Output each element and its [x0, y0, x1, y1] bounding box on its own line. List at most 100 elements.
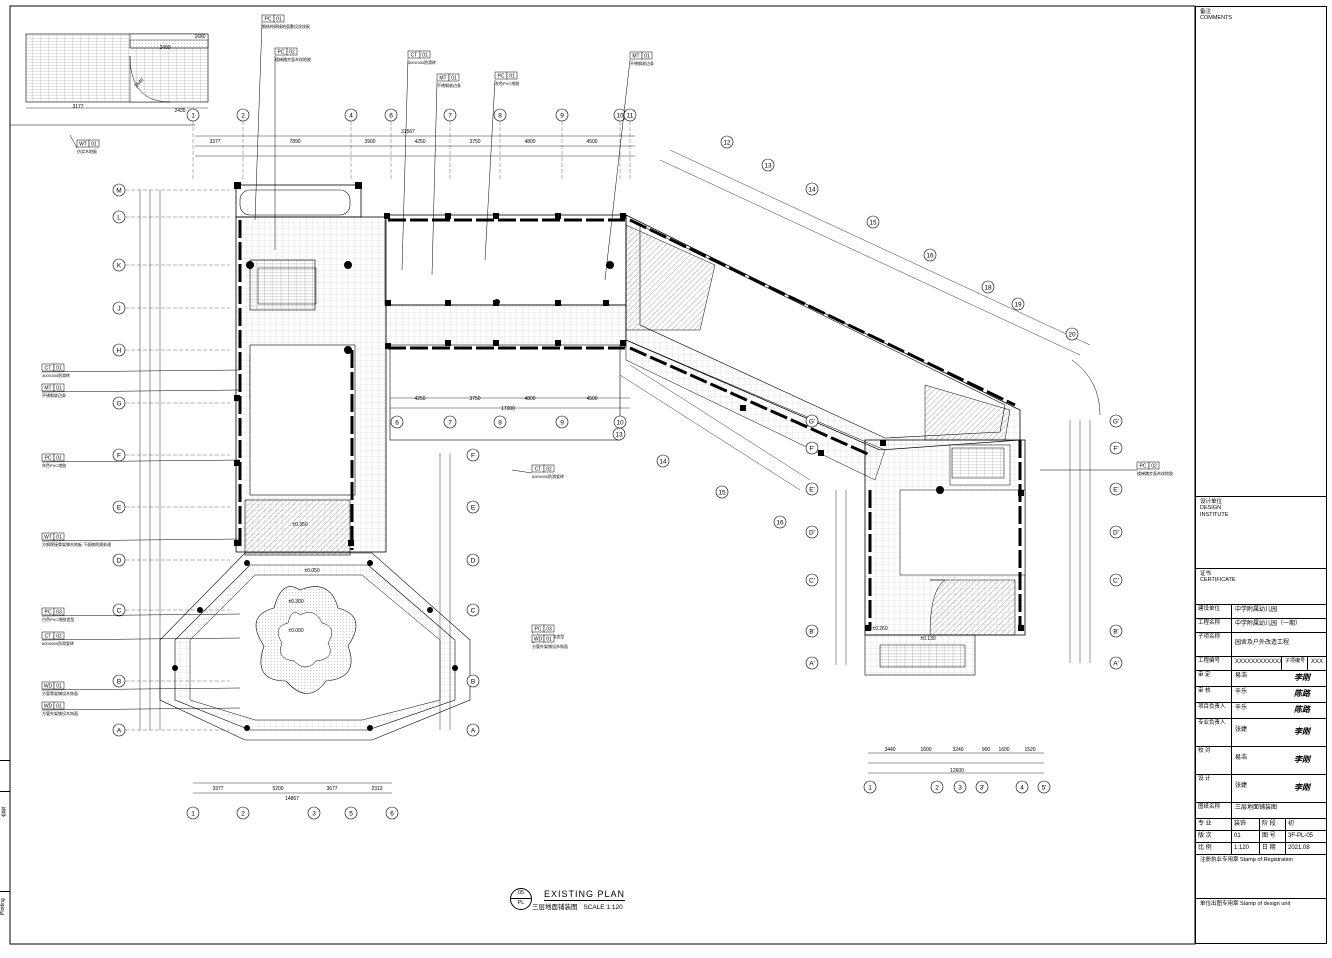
verified-row: 审 核辛乐陈路 [1196, 687, 1326, 703]
grid-right-2: E' [1109, 482, 1123, 496]
left-tag-6-code: WD [44, 684, 53, 690]
grid-midleft-0: F [466, 448, 480, 462]
verified-label: 审 核 [1196, 687, 1232, 702]
tag-1-code: PC [278, 50, 285, 56]
left-tag-2-code: PC [45, 456, 52, 462]
professional-row: 专业负责人张婕李刚 [1196, 719, 1326, 747]
projno-value: XXXXXXXXXXXX [1232, 657, 1282, 670]
left-tag-6-note: 方管骨架铺设木饰面 [42, 690, 78, 696]
grid-diag-upper-5: 18 [981, 280, 995, 294]
dim-bot-seg-2: 3677 [326, 786, 337, 792]
elev-0: ±0.350 [292, 522, 307, 528]
tag-10-note: 楼梯踏步面木纹地胶 [1137, 470, 1173, 476]
title-english: EXISTING PLAN [544, 889, 626, 901]
grid-rwing-0-label: 1 [868, 784, 872, 791]
grid-diag-lower-2: 15 [715, 485, 729, 499]
grid-right-inner-0: G' [805, 414, 819, 428]
grid-diag-upper-1-label: 13 [764, 162, 772, 169]
grid-right-inner-0-label: G' [809, 418, 815, 425]
grid-top-5-label: 8 [498, 112, 502, 119]
grid-right-inner-2: E' [805, 482, 819, 496]
grid-diag-upper-2: 14 [805, 182, 819, 196]
grid-left-5-label: G [116, 400, 121, 407]
grid-midleft-1: E [466, 500, 480, 514]
title-scale: SCALE 1:120 [583, 904, 623, 911]
dim-rwing-seg-1: 1600 [920, 747, 931, 753]
left-tag-0-note: 300X300防滑砖 [42, 372, 70, 378]
verified-signature: 陈路 [1294, 688, 1310, 698]
designer-label: 设 计 [1196, 775, 1232, 802]
grid-midleft-5: A [466, 723, 480, 737]
grid-bottom-0-label: 1 [191, 810, 195, 817]
tag-0-num: 01 [276, 17, 282, 23]
tag-2-code: CT [411, 53, 418, 59]
tag-6-code: MT [632, 54, 639, 60]
stage-label: 阶 段 [1260, 819, 1286, 830]
tag-2-note: 300X300防滑砖 [408, 59, 436, 65]
grid-diag-upper-0: 12 [720, 135, 734, 149]
grid-left-10-label: B [117, 678, 121, 685]
grid-right-inner-1: F' [805, 441, 819, 455]
left-tag-4-num: 03 [56, 610, 62, 616]
approved-signature: 李刚 [1294, 672, 1310, 682]
version-value: 01 [1232, 831, 1260, 842]
sheetname-value: 三层地面铺装图 [1235, 805, 1278, 811]
grid-right-6: A' [1109, 656, 1123, 670]
checked-signature: 李刚 [1294, 754, 1310, 764]
grid-left-11: A [112, 723, 126, 737]
grid-right-3: D' [1109, 525, 1123, 539]
project-label: 工程名称 [1196, 619, 1232, 632]
cert-label: 证书 [1200, 571, 1212, 577]
dim-top-seg-5: 4800 [524, 139, 535, 145]
grid-top-5: 8 [493, 108, 507, 122]
grid-midleft-2: D [466, 553, 480, 567]
tag-4-note: 灰色PVC地胶 [495, 80, 519, 86]
dim-mid-seg-3: 4500 [586, 396, 597, 402]
grid-rwing-1-label: 2 [935, 784, 939, 791]
grid-midleft-4-label: B [471, 678, 475, 685]
grid-diag-lower-3-label: 16 [776, 519, 784, 526]
sign-off-label: 会签 [0, 791, 10, 832]
grid-top-0-label: 1 [191, 112, 195, 119]
grid-diag-upper-0-label: 12 [723, 139, 731, 146]
grid-mid-2-label: 8 [498, 419, 502, 426]
dim-mid-seg-1: 3750 [469, 396, 480, 402]
dim-rwing-seg-0: 3440 [884, 747, 895, 753]
project-row: 工程名称中学附属幼儿园（一期） [1196, 619, 1326, 633]
subno-value: XXX [1311, 659, 1324, 665]
grid-midleft-0-label: F [471, 452, 475, 459]
tag-5-note: 仿实木地板 [77, 148, 97, 154]
scale-label: 比 例 [1196, 843, 1232, 854]
left-tag-5-code: CT [45, 634, 52, 640]
grid-midleft-3: C [466, 603, 480, 617]
tag-8-num: 03 [546, 627, 552, 633]
grid-top-2-label: 4 [349, 112, 353, 119]
dim-mid-seg-0: 4250 [414, 396, 425, 402]
drawno-label: 图 号 [1260, 831, 1286, 842]
grid-left-8: D [112, 553, 126, 567]
drawno-value: 3F-PL-05 [1288, 833, 1314, 839]
grid-left-0: M [112, 183, 126, 197]
tag-4-code: PC [498, 74, 505, 80]
tag-7-note: 600X600防滑瓷砖 [532, 473, 564, 479]
tag-9-note: 方管外架铺设木饰面 [532, 643, 568, 649]
tag-2-num: 01 [422, 53, 428, 59]
tag-4-num: 01 [509, 74, 515, 80]
left-border-strip: 会签 Plotting [0, 760, 10, 922]
manager-label: 项目负责人 [1196, 703, 1232, 718]
grid-diag-upper-4-label: 16 [926, 252, 934, 259]
left-tag-4-note: 白色PVC地胶造型 [42, 616, 74, 622]
subno-label: 子项编号 [1282, 657, 1308, 670]
approved-row: 审 定易浩李刚 [1196, 671, 1326, 687]
grid-top-2: 4 [344, 108, 358, 122]
grid-left-1: L [112, 210, 126, 224]
remarks-label: 备注 [1200, 9, 1212, 15]
